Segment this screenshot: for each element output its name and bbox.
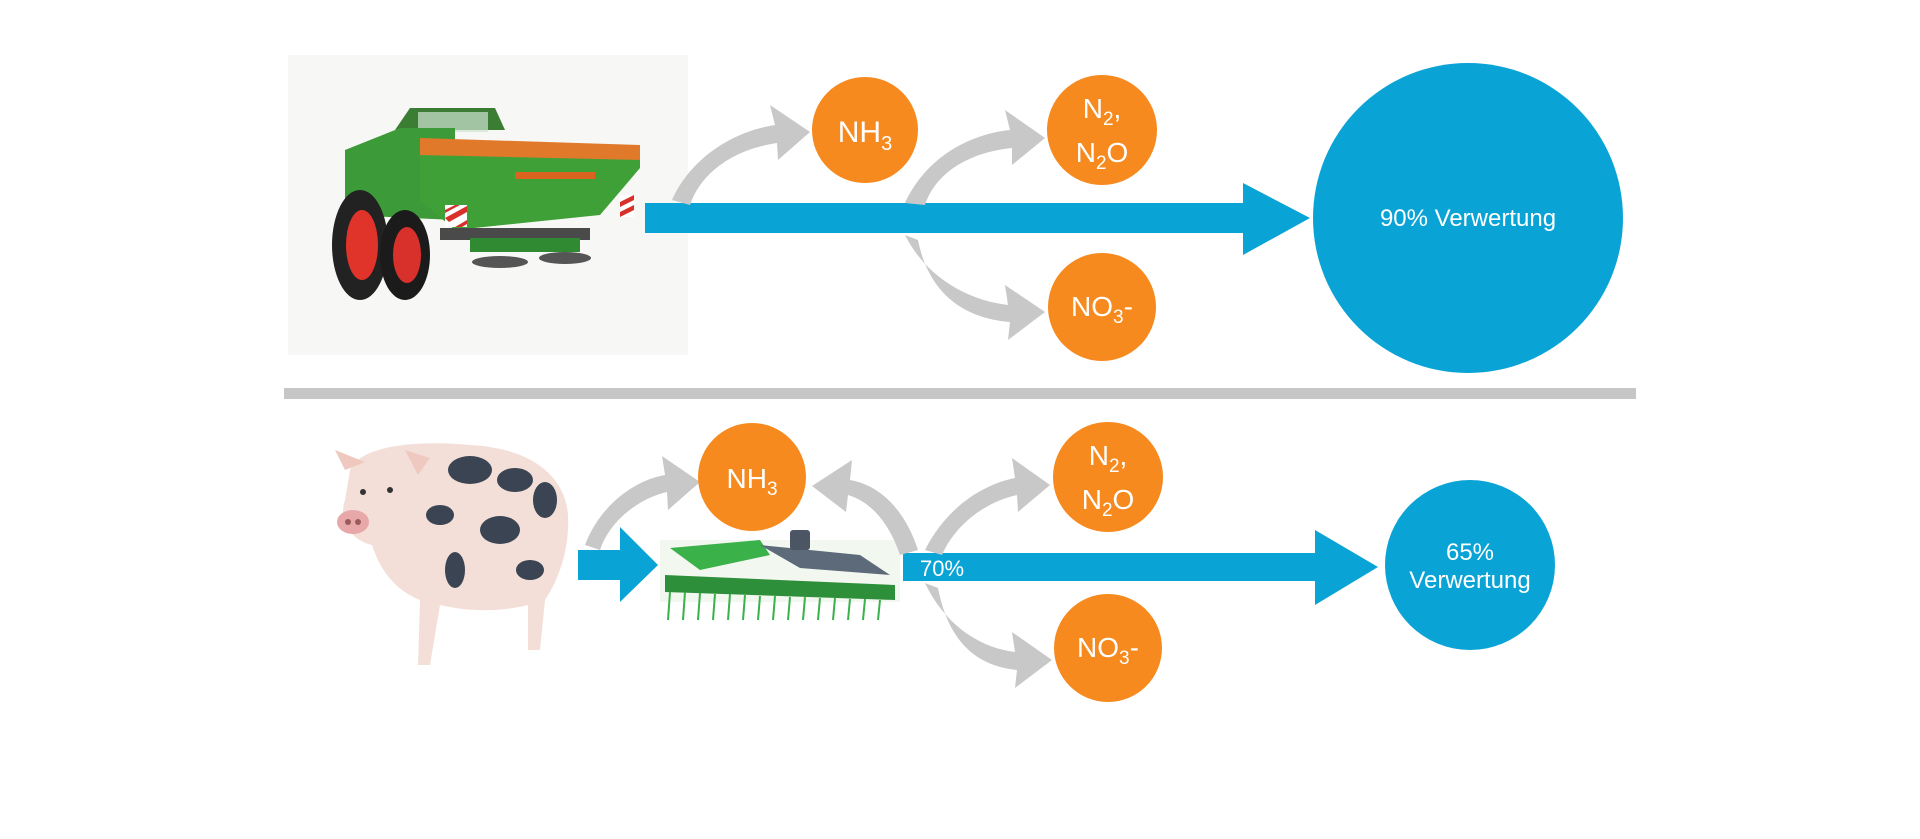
- gas-node-nh3: NH3: [698, 423, 806, 531]
- slurry-applicator-icon: [660, 530, 900, 621]
- gas-node-nh3: NH3: [812, 77, 918, 183]
- loss-arrow-nh3-field: [812, 460, 918, 555]
- formula-tail: ,: [1114, 93, 1122, 124]
- pig-icon: [335, 443, 569, 665]
- svg-text:N2,: N2,: [1089, 440, 1128, 477]
- svg-text:N2,: N2,: [1083, 93, 1122, 130]
- loss-arrows: [672, 105, 1045, 340]
- result-label-line1: 65%: [1446, 539, 1494, 566]
- loss-arrow-no3: [905, 235, 1045, 340]
- svg-text:NO3-: NO3-: [1071, 291, 1133, 328]
- gas-node-n2-n2o: N2, N2O: [1053, 422, 1163, 532]
- result-node-65: 65% Verwertung: [1385, 480, 1555, 650]
- formula-sub: 2: [1103, 109, 1114, 130]
- gas-node-n2-n2o: N2, N2O: [1047, 75, 1157, 185]
- formula-tail: -: [1124, 291, 1133, 322]
- svg-text:N2O: N2O: [1082, 484, 1135, 521]
- formula-main: N: [1082, 484, 1102, 515]
- svg-text:N2O: N2O: [1076, 137, 1129, 174]
- row-divider: [284, 388, 1636, 399]
- tractor-fertilizer-spreader-icon: [288, 55, 688, 355]
- formula-main: NO: [1071, 291, 1113, 322]
- formula-main: N: [1076, 137, 1096, 168]
- row-organic: 70% NH3 N2, N2O: [335, 422, 1555, 702]
- loss-arrows: [585, 456, 1052, 688]
- svg-text:NH3: NH3: [726, 463, 777, 500]
- loss-arrow-n2: [925, 458, 1050, 555]
- main-flow-arrow: 70%: [903, 530, 1378, 605]
- formula-main: NH: [838, 116, 881, 149]
- formula-sub: 3: [767, 479, 778, 500]
- svg-text:NH3: NH3: [838, 116, 892, 155]
- formula-tail: ,: [1120, 440, 1128, 471]
- formula-main: N: [1083, 93, 1103, 124]
- formula-sub: 3: [881, 133, 892, 155]
- formula-tail: O: [1107, 137, 1129, 168]
- formula-sub: 3: [1113, 307, 1124, 328]
- loss-arrow-n2: [905, 110, 1045, 205]
- result-label: 90% Verwertung: [1380, 205, 1556, 232]
- formula-sub: 2: [1096, 153, 1107, 174]
- gas-node-no3: NO3-: [1054, 594, 1162, 702]
- formula-main: NH: [726, 463, 766, 494]
- formula-tail: O: [1113, 484, 1135, 515]
- result-node-90: 90% Verwertung: [1313, 63, 1623, 373]
- formula-sub: 3: [1119, 648, 1130, 669]
- loss-arrow-nh3-source: [585, 456, 700, 550]
- loss-arrow-no3: [925, 583, 1052, 688]
- flow-percent-label: 70%: [920, 556, 964, 581]
- formula-main: N: [1089, 440, 1109, 471]
- formula-sub: 2: [1102, 500, 1113, 521]
- result-label-line2: Verwertung: [1409, 567, 1530, 594]
- formula-sub: 2: [1109, 456, 1120, 477]
- svg-text:NO3-: NO3-: [1077, 632, 1139, 669]
- formula-main: NO: [1077, 632, 1119, 663]
- main-flow-arrow: [645, 183, 1310, 255]
- formula-tail: -: [1130, 632, 1139, 663]
- loss-arrow-nh3: [672, 105, 810, 205]
- gas-node-no3: NO3-: [1048, 253, 1156, 361]
- input-flow-arrow: [578, 527, 658, 602]
- row-mineral: NH3 N2, N2O NO3- 90% Verwertung: [288, 55, 1623, 373]
